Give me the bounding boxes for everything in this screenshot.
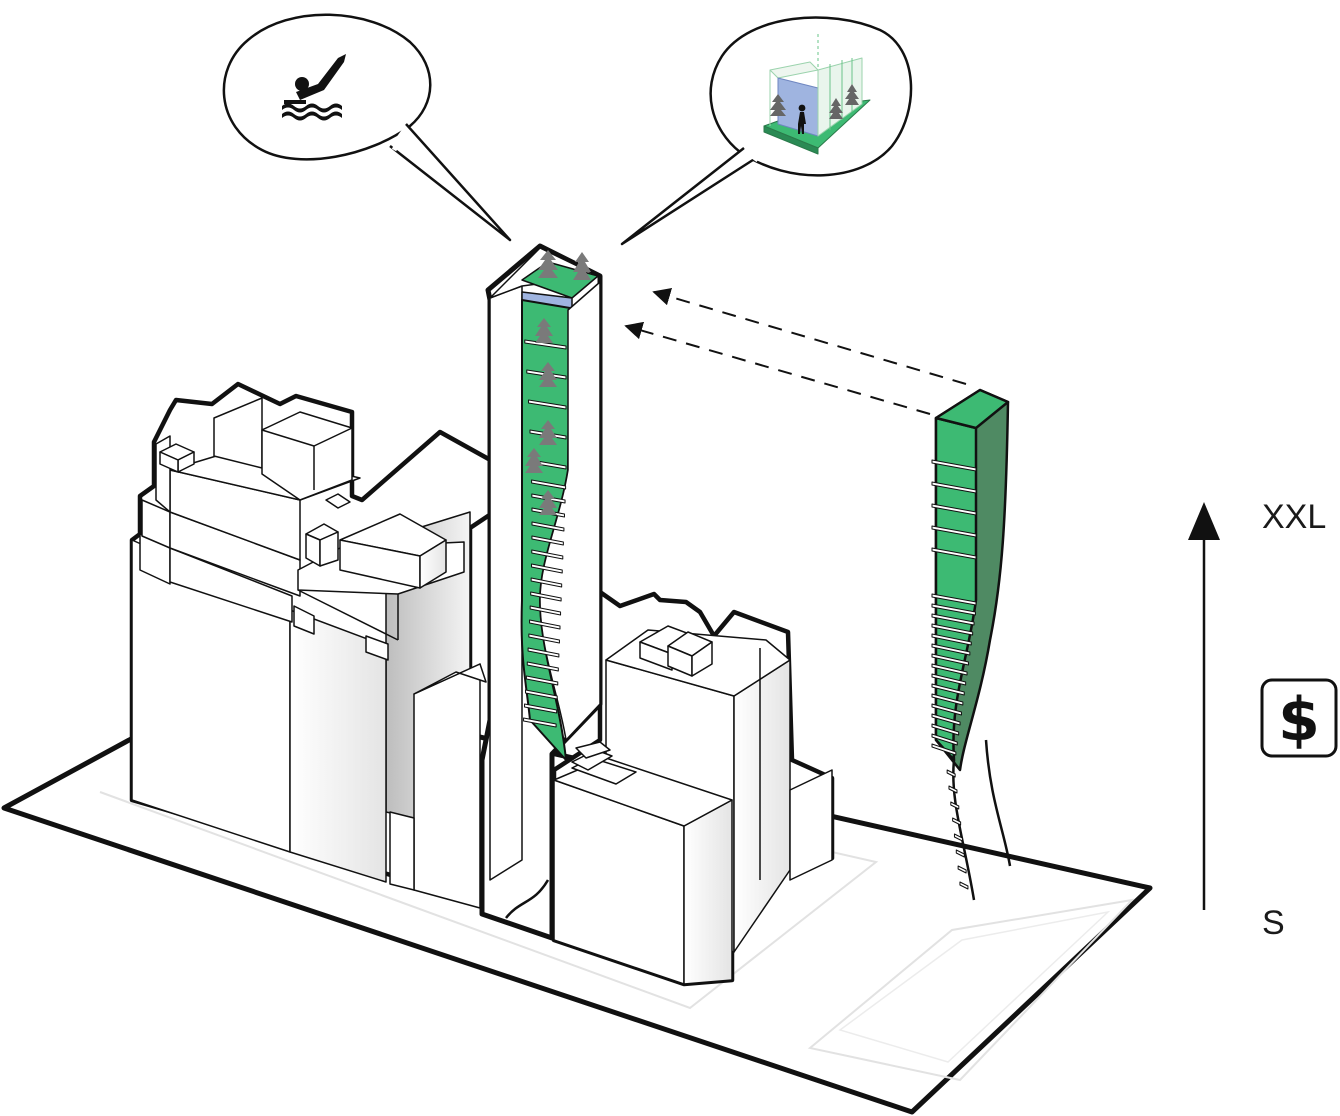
floor-slab: [530, 577, 563, 588]
tail-slab: [950, 801, 960, 810]
strip-trees: [525, 318, 557, 515]
floor-slab: [526, 661, 559, 672]
floor-slab: [523, 717, 557, 728]
tail-slab: [948, 785, 958, 794]
floor-slab: [531, 521, 565, 532]
floor-slab: [931, 613, 975, 626]
diving-swimmer-icon: [282, 54, 346, 121]
tail-slab: [957, 865, 967, 874]
tail-slab: [953, 833, 963, 842]
floor-slab: [531, 535, 564, 546]
floor-slab: [531, 549, 564, 560]
floor-slab: [524, 703, 558, 714]
floor-slab: [931, 525, 977, 538]
floor-slab: [528, 633, 560, 644]
floor-slab: [931, 743, 957, 756]
tree-icon: [535, 318, 553, 343]
floor-slab: [524, 339, 567, 350]
floor-slab: [931, 693, 964, 706]
floor-slab: [529, 605, 562, 616]
floor-slab: [931, 503, 977, 516]
floor-slab: [531, 563, 563, 574]
floor-slab: [527, 647, 560, 658]
extracted-tail-slabs: [946, 769, 969, 890]
floor-slab: [931, 603, 976, 616]
floor-slab: [931, 713, 961, 726]
floor-slab: [931, 723, 960, 736]
tree-icon: [539, 420, 557, 445]
dollar-badge-symbol: $: [1278, 685, 1320, 755]
floor-slab: [528, 399, 567, 410]
floor-slab: [931, 623, 974, 636]
right-building-cluster: [551, 589, 835, 987]
floor-slab: [529, 619, 561, 630]
floor-slab: [931, 633, 972, 646]
tail-slab: [946, 769, 956, 778]
left-building-cluster: [129, 381, 497, 909]
tree-icon: [539, 490, 557, 515]
extracted-green-strip: [931, 388, 1012, 901]
scale-top-label: XXL: [1262, 498, 1326, 536]
floor-slab: [931, 459, 977, 472]
floor-slab: [931, 547, 977, 560]
floor-slab: [525, 675, 559, 686]
floor-slab: [931, 663, 968, 676]
tail-slab: [959, 881, 969, 890]
dashed-arrow-upper: [652, 287, 967, 385]
rooftop-trees: [538, 250, 591, 280]
floor-slab: [531, 479, 567, 490]
floor-slab: [530, 591, 562, 602]
floor-slab: [931, 643, 971, 656]
extraction-arrows: [624, 287, 967, 415]
tree-icon: [539, 362, 557, 387]
tail-slab: [952, 817, 962, 826]
glass-garden-pavilion-icon: [763, 34, 871, 155]
floor-slab: [931, 481, 977, 494]
callout-pavilion: [620, 16, 913, 246]
floor-slab: [524, 689, 558, 700]
extracted-strip-slabs: [931, 459, 977, 756]
floor-slab: [931, 673, 967, 686]
size-scale: XXL S $: [1188, 498, 1338, 942]
dollar-badge-icon: $: [1260, 678, 1338, 758]
callout-pool: [222, 13, 512, 242]
floor-slab: [931, 703, 962, 716]
scale-bottom-label: S: [1262, 904, 1285, 942]
tree-icon: [525, 448, 543, 473]
floor-slab: [931, 653, 969, 666]
floor-slab: [931, 733, 958, 746]
dashed-arrow-lower: [624, 321, 931, 415]
up-arrow-head: [1188, 502, 1220, 540]
main-tower: [479, 243, 603, 941]
floor-slab: [931, 593, 977, 606]
floor-slab: [931, 683, 965, 696]
tail-slab: [955, 849, 965, 858]
